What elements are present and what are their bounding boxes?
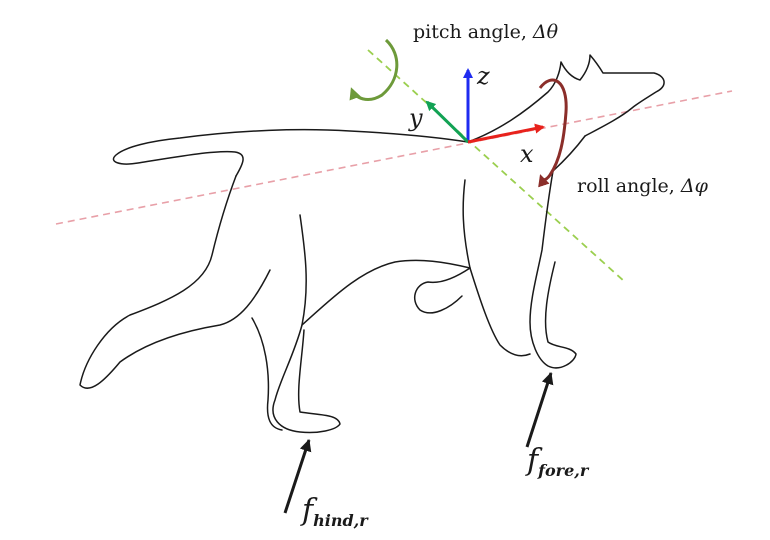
fore-force-arrow (525, 372, 554, 448)
hind-force-arrow (283, 439, 312, 514)
x-axis-arrow (467, 123, 545, 144)
roll-rotation-icon (538, 78, 568, 188)
y-axis-label: y (408, 104, 423, 132)
roll-angle-label: roll angle, Δφ (577, 175, 709, 197)
roll-axis-line (55, 90, 733, 225)
y-axis-arrow (425, 100, 470, 144)
x-axis-label: x (520, 140, 534, 168)
pitch-angle-label: pitch angle, Δθ (413, 21, 559, 43)
dog-silhouette (79, 54, 665, 434)
hind-force-label: fhind,r (300, 493, 369, 530)
fore-force-label: ffore,r (525, 443, 590, 480)
pitch-rotation-icon (349, 38, 399, 101)
z-axis-label: z (476, 62, 490, 90)
pitch-axis-line (367, 49, 626, 283)
